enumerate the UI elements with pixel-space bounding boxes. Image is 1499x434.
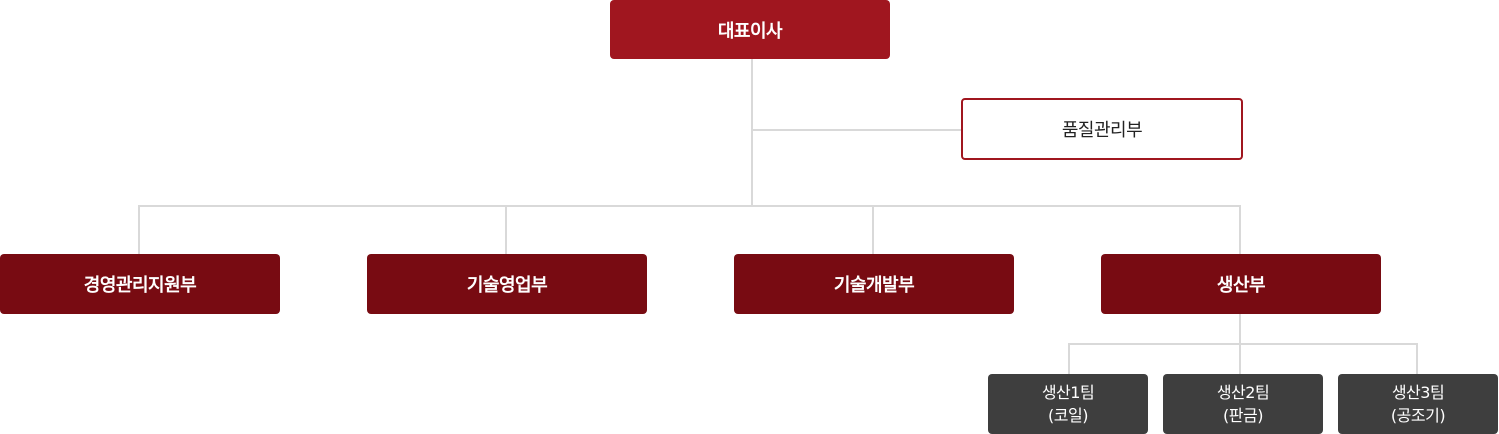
team-production-1: 생산1팀 (코일) <box>988 374 1148 434</box>
dept-production: 생산부 <box>1101 254 1381 314</box>
dept-technical-sales: 기술영업부 <box>367 254 647 314</box>
dept-technical-development: 기술개발부 <box>734 254 1014 314</box>
ceo-box: 대표이사 <box>610 0 890 59</box>
team-subtitle: (공조기) <box>1390 406 1446 425</box>
dept-management-support: 경영관리지원부 <box>0 254 280 314</box>
connector-departments-bus <box>138 205 1241 207</box>
connector-teams-bus <box>1068 343 1418 345</box>
connector-team-3 <box>1416 343 1418 374</box>
team-production-3: 생산3팀 (공조기) <box>1338 374 1498 434</box>
team-name: 생산2팀 <box>1216 383 1270 402</box>
connector-dept-4 <box>1239 205 1241 254</box>
team-subtitle: (판금) <box>1223 406 1263 425</box>
connector-dept-3 <box>872 205 874 254</box>
team-production-2: 생산2팀 (판금) <box>1163 374 1323 434</box>
connector-ceo-vertical <box>751 59 753 207</box>
team-name: 생산1팀 <box>1041 383 1095 402</box>
connector-dept-2 <box>505 205 507 254</box>
quality-management-box: 품질관리부 <box>961 98 1243 160</box>
connector-dept-1 <box>138 205 140 254</box>
connector-quality-branch <box>751 129 962 131</box>
team-name: 생산3팀 <box>1391 383 1445 402</box>
team-subtitle: (코일) <box>1048 406 1088 425</box>
connector-team-1 <box>1068 343 1070 374</box>
